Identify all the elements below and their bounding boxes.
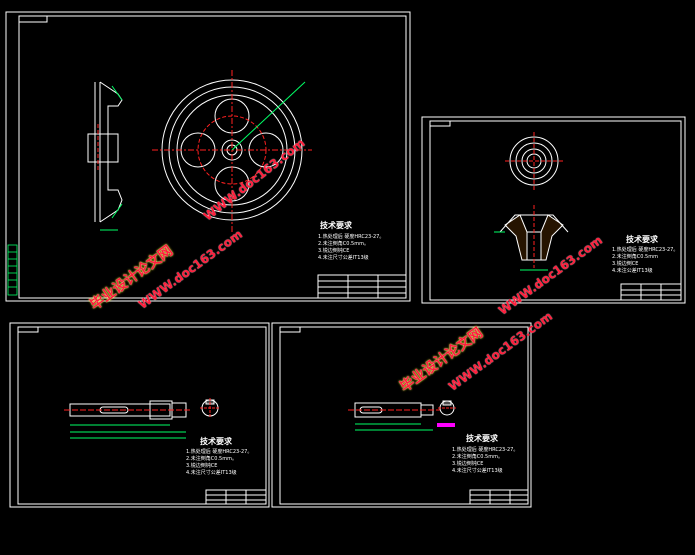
shaft1-note-2: 2.未注倒角C0.5mm。 [186, 456, 237, 462]
gear-note-1: 1.热处理后 硬度HRC23-27。 [318, 234, 385, 240]
shaft1-title-block [205, 489, 267, 505]
pinion-section-view [494, 205, 569, 271]
pinion-note-3: 3.锐边倒CE [612, 261, 639, 267]
shaft2-note-3: 3.锐边倒钝CE [452, 461, 484, 467]
gear-front-view [152, 70, 312, 232]
shaft1-note-1: 1.热处理后 硬度HRC23-27。 [186, 449, 253, 455]
shaft2-note-2: 2.未注倒角C0.5mm。 [452, 454, 503, 460]
gear-notes-area [317, 274, 407, 299]
sheet-outer-frame [5, 11, 411, 302]
gear-note-2: 2.未注倒角C0.5mm。 [318, 241, 369, 247]
shaft1-main-view [64, 400, 192, 439]
gear-sheet [5, 11, 411, 302]
shaft1-sheet [9, 322, 270, 508]
pinion-notes-area [620, 283, 682, 301]
shaft2-main-view [348, 402, 440, 431]
pinion-note-1: 1.热处理后 硬度HRC23-27。 [612, 247, 679, 253]
pinion-tech-title: 技术要求 [626, 235, 658, 244]
pinion-sheet [421, 116, 686, 304]
shaft2-title-block [469, 489, 529, 505]
left-binding-strip [7, 244, 18, 296]
shaft1-note-3: 3.锐边倒钝CE [186, 463, 218, 469]
gear-side-section [87, 81, 123, 231]
gear-note-3: 3.锐边倒钝CE [318, 248, 350, 254]
pinion-note-4: 4.未注公差IT13级 [612, 268, 653, 274]
shaft2-note-4: 4.未注尺寸公差IT13级 [452, 468, 503, 474]
shaft2-tech-title: 技术要求 [466, 434, 498, 443]
shaft2-section-view [438, 400, 456, 416]
shaft1-tech-title: 技术要求 [200, 437, 232, 446]
pinion-note-2: 2.未注倒角C0.5mm [612, 254, 658, 260]
shaft1-note-4: 4.未注尺寸公差IT13级 [186, 470, 237, 476]
sheet-inner-frame [18, 15, 407, 299]
shaft2-sheet [271, 322, 532, 508]
pinion-front-view [505, 132, 563, 190]
shaft1-section-view [200, 398, 220, 418]
gear-note-4: 4.未注尺寸公差IT13级 [318, 255, 369, 261]
section-label-tag [437, 423, 455, 427]
sheet-corner-box [18, 15, 48, 23]
gear-tech-title: 技术要求 [320, 221, 352, 230]
shaft2-note-1: 1.热处理后 硬度HRC23-27。 [452, 447, 519, 453]
